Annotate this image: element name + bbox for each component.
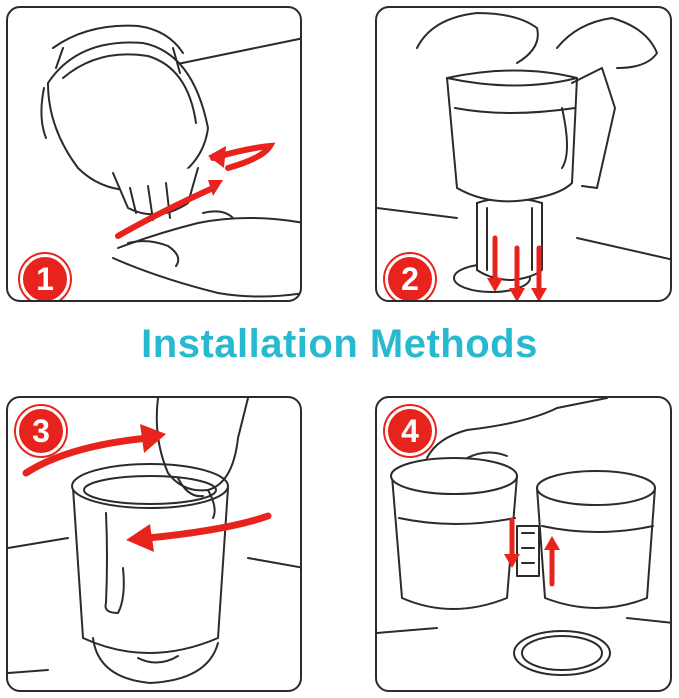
step-2-panel: 2 [375, 6, 672, 302]
step-number-badge: 1 [20, 254, 70, 300]
step-1-illustration [40, 24, 300, 298]
step-number-badge: 2 [385, 254, 435, 300]
step-3-illustration [8, 398, 300, 684]
page-title: Installation Methods [141, 322, 538, 366]
step-3-panel: 3 [6, 396, 302, 692]
step-number-badge: 3 [16, 406, 66, 456]
step-1-panel: 1 [6, 6, 302, 302]
step-number-badge: 4 [385, 406, 435, 456]
step-4-illustration [377, 398, 670, 676]
step-4-panel: 4 [375, 396, 672, 692]
step-2-illustration [377, 12, 670, 300]
